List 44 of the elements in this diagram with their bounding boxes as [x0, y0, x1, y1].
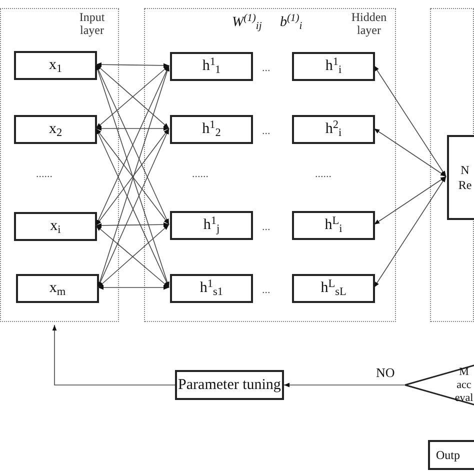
arrow: [52, 324, 176, 386]
arrow: [374, 176, 446, 288]
process-box: [14, 51, 97, 80]
process-box: [292, 115, 375, 144]
arrow: [374, 176, 446, 225]
process-box: [14, 115, 97, 144]
ellipsis-label: ......: [315, 167, 332, 182]
layer-heading: Hidden layer: [350, 11, 388, 37]
process-box: [16, 274, 99, 303]
arrow: [374, 128, 446, 177]
process-box: [292, 274, 375, 303]
process-box: [170, 52, 253, 81]
ellipsis-label: ......: [36, 167, 52, 182]
layer-panel: [430, 8, 474, 322]
layer-panel: [0, 8, 119, 322]
arrow: [96, 126, 170, 131]
ellipsis-label: ...: [262, 220, 270, 235]
node-text: x$_{2}$: [48, 120, 62, 141]
process-box: [170, 211, 253, 240]
arrow: [96, 62, 170, 68]
arrow: [284, 382, 406, 388]
node-text: x$_{m}$: [49, 279, 66, 300]
process-box: [292, 211, 375, 240]
node-text: x$_{1}$: [48, 56, 62, 77]
process-box: [447, 135, 474, 220]
ellipsis-label: ......: [192, 167, 208, 182]
node-text: M acc eval: [454, 366, 474, 404]
ellipsis-label: ...: [262, 124, 270, 139]
layer-panel: [144, 8, 396, 322]
layer-heading: Input layer: [78, 11, 106, 37]
process-box: [14, 212, 97, 241]
process-box: [292, 52, 375, 81]
process-box: [170, 115, 253, 144]
process-box: [170, 274, 253, 303]
node-text: N Re: [457, 162, 473, 192]
arrow: [98, 285, 170, 290]
arrow: [374, 65, 446, 177]
ellipsis-label: ...: [262, 61, 270, 76]
node-text: Parameter tuning: [178, 376, 281, 395]
arrow: [96, 222, 170, 228]
node-text: x$_{i}$: [50, 217, 61, 238]
process-box: [428, 440, 474, 470]
process-box: [175, 370, 284, 400]
ellipsis-label: ...: [262, 283, 270, 298]
